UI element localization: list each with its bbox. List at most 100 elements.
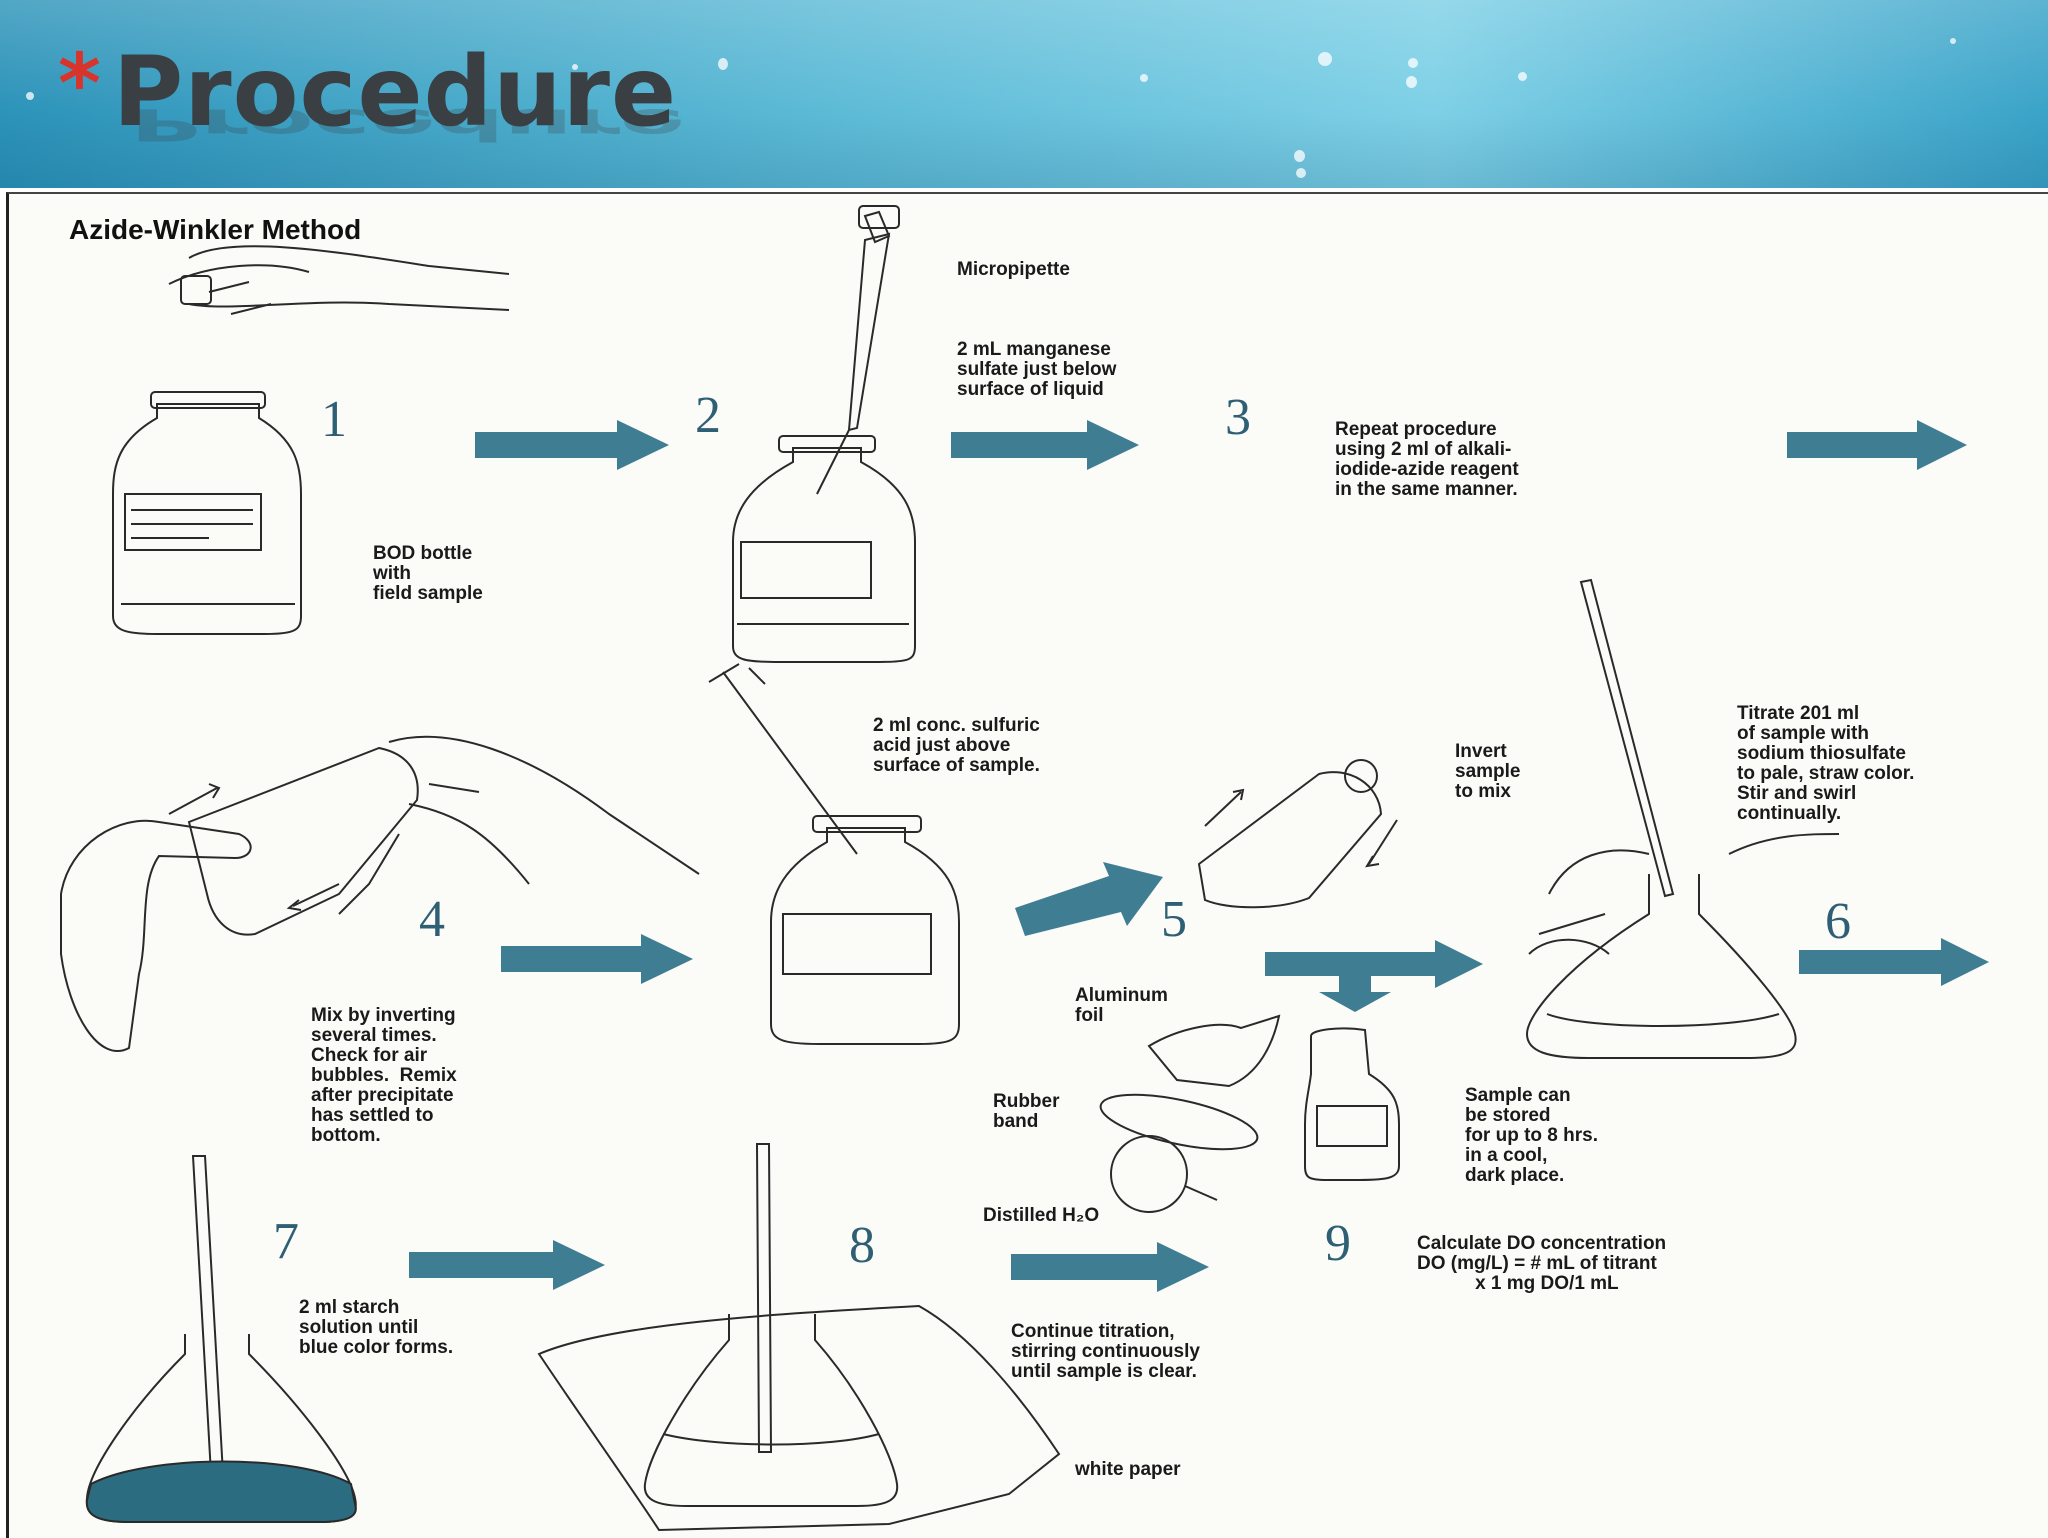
step-number: 8 bbox=[849, 1217, 875, 1274]
inverted-stopper bbox=[1344, 759, 1378, 793]
bokeh-dot bbox=[1518, 72, 1527, 81]
step-2-art bbox=[732, 205, 916, 663]
flask-8 bbox=[643, 1314, 899, 1507]
hand-left bbox=[60, 819, 252, 1052]
arrow-8-9 bbox=[1011, 1242, 1209, 1292]
acid-bottle-label bbox=[782, 913, 932, 975]
step-8-caption: Continue titration, stirring continuousl… bbox=[1011, 1321, 1200, 1382]
burette-6 bbox=[1579, 578, 1675, 898]
step-5-art bbox=[1099, 759, 1400, 1213]
flask-6-liquid bbox=[1546, 1013, 1780, 1027]
slide-header: * Procedure Procedure bbox=[0, 0, 2048, 188]
step-6-caption: Titrate 201 ml of sample with sodium thi… bbox=[1737, 703, 1915, 824]
distilled-water-label: Distilled H₂O bbox=[983, 1205, 1100, 1226]
title-bullet: * bbox=[58, 37, 101, 132]
step-number: 5 bbox=[1161, 891, 1187, 948]
stored-bottle bbox=[1304, 1027, 1400, 1181]
arrow-5-down bbox=[1319, 964, 1391, 1012]
acid-step-art bbox=[708, 663, 960, 1045]
bokeh-dot bbox=[1408, 58, 1418, 68]
bod-bottle-acid bbox=[770, 827, 960, 1045]
wash-tip bbox=[1184, 1185, 1218, 1201]
diagram-artwork bbox=[60, 205, 1989, 1532]
bokeh-dot bbox=[26, 92, 34, 100]
wash-bulb bbox=[1110, 1135, 1188, 1213]
arrow-7-8 bbox=[409, 1240, 605, 1290]
arrow-1-2 bbox=[475, 420, 669, 470]
stored-bottle-label bbox=[1316, 1105, 1388, 1147]
rubber-band-label: Rubber band bbox=[993, 1091, 1060, 1132]
step-1-caption: BOD bottle with field sample bbox=[373, 543, 483, 604]
bokeh-dot bbox=[1296, 168, 1306, 178]
step-number: 4 bbox=[419, 891, 445, 948]
step-5-caption: Invert sample to mix bbox=[1455, 741, 1521, 802]
white-paper bbox=[537, 1304, 1061, 1532]
arrow-3-4 bbox=[1787, 420, 1967, 470]
step-7-art bbox=[85, 1155, 357, 1523]
bod-bottle-2 bbox=[732, 447, 916, 663]
micropipette-label: Micropipette bbox=[957, 259, 1070, 280]
arrow-5-up bbox=[1015, 862, 1163, 936]
mix-arrows bbox=[168, 783, 340, 911]
rubber-band bbox=[1099, 1093, 1259, 1151]
step-4-caption: Mix by inverting several times. Check fo… bbox=[311, 1005, 457, 1146]
arrow-2-3 bbox=[951, 420, 1139, 470]
arrow-6-7 bbox=[1799, 938, 1989, 986]
step-7-caption: 2 ml starch solution until blue color fo… bbox=[299, 1297, 454, 1358]
flask-7-liquid bbox=[85, 1460, 357, 1523]
figure-heading: Azide-Winkler Method bbox=[69, 214, 362, 245]
bottle-2-neck bbox=[778, 435, 876, 453]
bottle-1-label bbox=[124, 493, 262, 551]
slide-title: * Procedure bbox=[58, 44, 677, 164]
step-1-art bbox=[112, 245, 510, 635]
step-2-caption: 2 mL manganese sulfate just below surfac… bbox=[957, 339, 1117, 400]
hand-right bbox=[338, 735, 700, 915]
bokeh-dot bbox=[718, 58, 728, 70]
tilted-bottle bbox=[187, 746, 419, 936]
bottle-2-label bbox=[740, 541, 872, 599]
bokeh-dot bbox=[1294, 150, 1305, 162]
step-number: 2 bbox=[695, 387, 721, 444]
white-paper-label: white paper bbox=[1075, 1459, 1181, 1480]
pipette-plunger bbox=[858, 205, 900, 229]
bokeh-dot bbox=[572, 64, 578, 70]
procedure-diagram: Azide-Winkler Method 1 2 3 4 5 6 7 8 9 B… bbox=[6, 192, 2048, 1538]
step-number: 7 bbox=[273, 1213, 299, 1270]
step-number: 3 bbox=[1225, 389, 1251, 446]
acid-bottle-neck bbox=[812, 815, 922, 833]
step-number: 1 bbox=[321, 391, 347, 448]
acid-caption: 2 ml conc. sulfuric acid just above surf… bbox=[873, 715, 1040, 776]
bokeh-dot bbox=[1406, 76, 1417, 88]
step-9-caption: Calculate DO concentration DO (mg/L) = #… bbox=[1417, 1233, 1667, 1294]
bod-bottle-1 bbox=[112, 403, 302, 635]
hand-1 bbox=[168, 245, 510, 315]
arrow-5-right bbox=[1265, 940, 1483, 988]
title-text: Procedure bbox=[112, 36, 678, 148]
burette-7 bbox=[191, 1155, 225, 1475]
micropipette bbox=[816, 210, 891, 495]
flask-6 bbox=[1525, 874, 1797, 1059]
step-number: 9 bbox=[1325, 1215, 1351, 1272]
step-8-art bbox=[537, 1143, 1061, 1532]
flask-8-liquid bbox=[662, 1433, 880, 1446]
burette-8 bbox=[755, 1143, 773, 1453]
step-6-art bbox=[1525, 578, 1840, 1059]
inverted-bottle bbox=[1197, 771, 1383, 909]
bottle-1-lines bbox=[121, 509, 295, 605]
aluminum-foil bbox=[1147, 1014, 1281, 1088]
title-reflection: Procedure bbox=[130, 99, 686, 150]
bokeh-dot bbox=[1140, 74, 1148, 82]
step-3-caption: Repeat procedure using 2 ml of alkali- i… bbox=[1335, 419, 1519, 500]
header-gradient bbox=[0, 0, 2048, 188]
bokeh-dot bbox=[1950, 38, 1956, 44]
arrow-4-5 bbox=[501, 934, 693, 984]
stopper-1 bbox=[180, 275, 212, 305]
aluminum-foil-label: Aluminum foil bbox=[1075, 985, 1168, 1026]
step-4-art bbox=[60, 735, 700, 1052]
bottle-1-neck bbox=[150, 391, 266, 409]
acid-pipette bbox=[708, 663, 858, 855]
arrow-group bbox=[409, 420, 1989, 1292]
invert-arrows bbox=[1204, 788, 1398, 868]
bokeh-dot bbox=[1318, 52, 1332, 66]
storage-caption: Sample can be stored for up to 8 hrs. in… bbox=[1465, 1085, 1598, 1186]
